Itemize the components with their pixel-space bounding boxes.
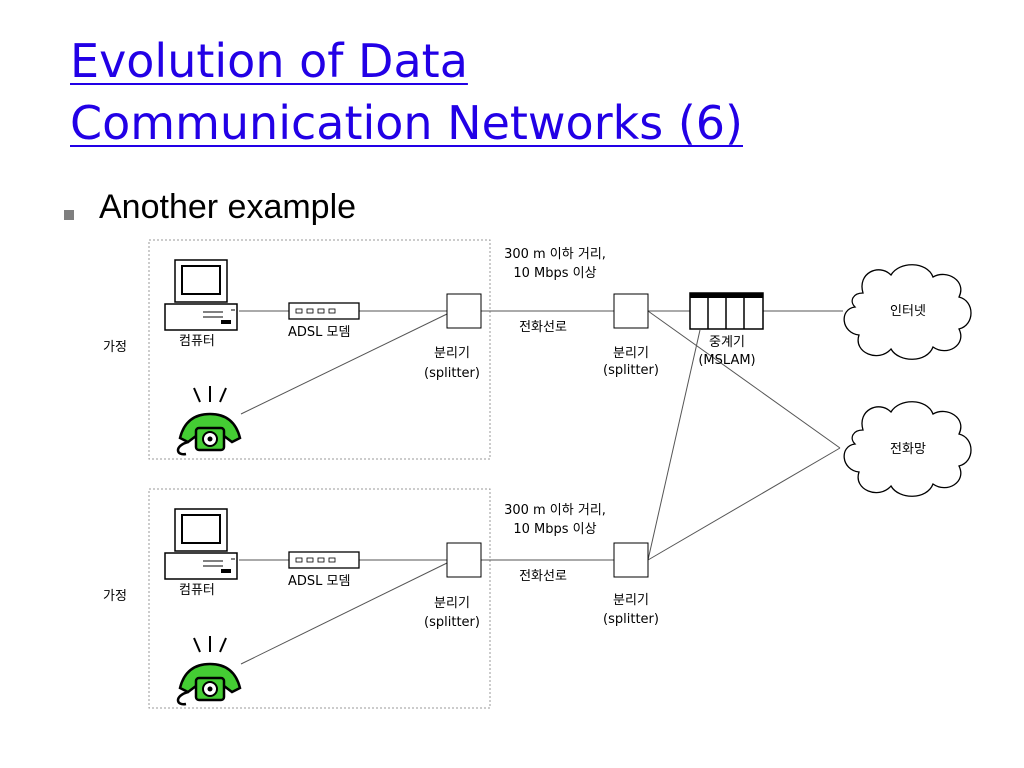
telephone-icon [176, 634, 242, 706]
distance-label-line2: 10 Mbps 이상 [513, 266, 596, 281]
modem-icon [288, 302, 360, 320]
slide-title-line2: Communication Networks (6) [70, 96, 743, 150]
phone-line-label: 전화선로 [519, 569, 567, 584]
phone-line-label: 전화선로 [519, 320, 567, 335]
modem-label: ADSL 모뎀 [288, 574, 350, 589]
splitter-home-top [446, 293, 482, 329]
household-label: 가정 [103, 340, 127, 355]
slide-title: Evolution of Data Communication Networks… [70, 30, 743, 154]
telephone-icon [176, 384, 242, 456]
splitter-sub-label: (splitter) [603, 612, 659, 627]
internet-label: 인터넷 [890, 304, 926, 319]
computer-icon [164, 508, 238, 580]
splitter-sub-label: (splitter) [424, 615, 480, 630]
computer-label: 컴퓨터 [179, 583, 215, 598]
mslam-rack-icon [689, 292, 764, 330]
computer-icon [164, 259, 238, 331]
connection-lines [239, 310, 843, 665]
telephone-network-label: 전화망 [890, 442, 926, 457]
distance-label-line1: 300 m 이하 거리, [504, 503, 606, 518]
distance-label-line2: 10 Mbps 이상 [513, 522, 596, 537]
slide-title-line1: Evolution of Data [70, 34, 468, 88]
splitter-home-bottom [446, 542, 482, 578]
splitter-office-bottom [613, 542, 649, 578]
splitter-label: 분리기 [613, 593, 649, 608]
mslam-label: 중계기 [709, 335, 745, 350]
splitter-sub-label: (splitter) [424, 366, 480, 381]
modem-icon [288, 551, 360, 569]
splitter-label: 분리기 [434, 346, 470, 361]
splitter-label: 분리기 [434, 596, 470, 611]
bullet-text: Another example [99, 188, 357, 226]
splitter-sub-label: (splitter) [603, 363, 659, 378]
splitter-office-top [613, 293, 649, 329]
distance-label-line1: 300 m 이하 거리, [504, 247, 606, 262]
household-label: 가정 [103, 589, 127, 604]
bullet-square-icon [64, 210, 74, 220]
splitter-label: 분리기 [613, 346, 649, 361]
computer-label: 컴퓨터 [179, 334, 215, 349]
mslam-sub-label: (MSLAM) [698, 353, 755, 368]
modem-label: ADSL 모뎀 [288, 325, 350, 340]
